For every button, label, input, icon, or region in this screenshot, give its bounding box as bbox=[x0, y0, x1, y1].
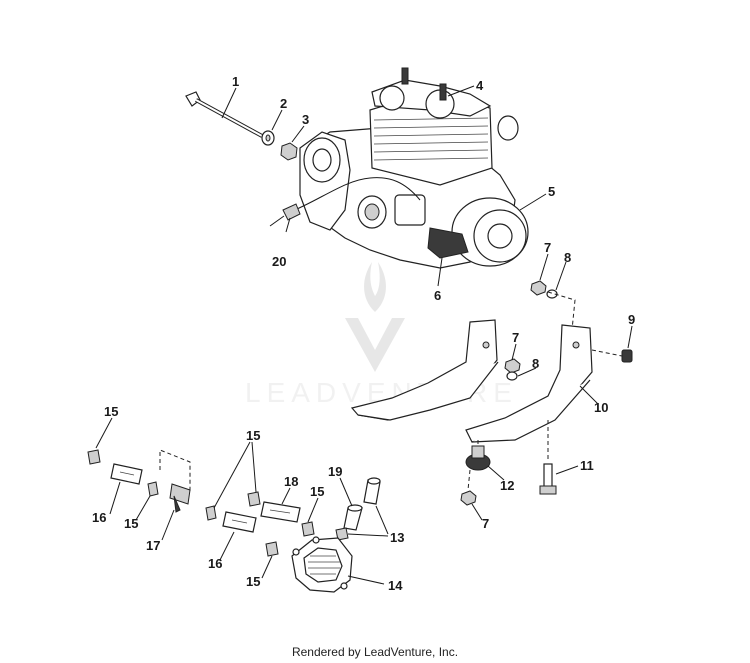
cap-part-15-c bbox=[205, 505, 217, 521]
tube-part-13 bbox=[363, 477, 381, 505]
callout-16-a: 16 bbox=[92, 510, 106, 525]
callout-15-b: 15 bbox=[124, 516, 138, 531]
callout-4: 4 bbox=[476, 78, 484, 93]
callout-9: 9 bbox=[628, 312, 635, 327]
bolt-part-11 bbox=[539, 420, 557, 495]
nut-part-7-lower bbox=[460, 490, 477, 506]
callout-3: 3 bbox=[302, 112, 309, 127]
bolt-part-1 bbox=[185, 91, 263, 138]
pump-housing-part-14 bbox=[291, 536, 353, 593]
washer-part-2 bbox=[261, 130, 275, 146]
rubber-mount-part-12 bbox=[465, 440, 491, 471]
hose-part-16-lower bbox=[222, 511, 257, 533]
callout-12: 12 bbox=[500, 478, 514, 493]
hose-part-16-upper bbox=[110, 463, 143, 485]
nut-part-3 bbox=[280, 142, 298, 161]
callout-13: 13 bbox=[390, 530, 404, 545]
render-credit: Rendered by LeadVenture, Inc. bbox=[291, 645, 459, 659]
callout-6: 6 bbox=[434, 288, 441, 303]
callout-11: 11 bbox=[580, 458, 594, 473]
callout-20: 20 bbox=[272, 254, 286, 269]
callout-8-middle: 8 bbox=[532, 356, 539, 371]
nut-part-7-middle bbox=[504, 358, 521, 374]
callout-5: 5 bbox=[548, 184, 555, 199]
callout-8-upper: 8 bbox=[564, 250, 571, 265]
cap-part-15-f bbox=[265, 541, 279, 557]
callout-10: 10 bbox=[594, 400, 608, 415]
callout-2: 2 bbox=[280, 96, 287, 111]
hose-part-18 bbox=[260, 501, 301, 523]
callout-15-e: 15 bbox=[246, 574, 260, 589]
callout-19: 19 bbox=[328, 464, 342, 479]
callout-15-c: 15 bbox=[246, 428, 260, 443]
fitting-part-17 bbox=[159, 449, 191, 513]
callout-16-b: 16 bbox=[208, 556, 222, 571]
stud-part-9 bbox=[591, 349, 633, 363]
connector-part-13 bbox=[335, 527, 349, 541]
cap-part-15-b bbox=[147, 481, 159, 497]
tube-part-19 bbox=[343, 504, 363, 531]
engine-assembly bbox=[269, 67, 529, 269]
callout-18: 18 bbox=[284, 474, 298, 489]
callout-15-a: 15 bbox=[104, 404, 118, 419]
callout-labels: 1 2 3 4 5 6 7 8 9 7 8 10 11 12 7 13 14 1… bbox=[92, 74, 635, 593]
leader-lines bbox=[95, 85, 633, 585]
callout-7-lower: 7 bbox=[482, 516, 489, 531]
callout-7-middle: 7 bbox=[512, 330, 519, 345]
nut-part-7-upper bbox=[530, 280, 547, 296]
left-mount-bracket bbox=[350, 319, 499, 421]
callout-17: 17 bbox=[146, 538, 160, 553]
cap-part-15-a bbox=[87, 449, 101, 465]
callout-15-d: 15 bbox=[310, 484, 324, 499]
cap-part-15-e bbox=[301, 521, 315, 537]
washer-part-8-middle bbox=[506, 371, 518, 381]
right-mount-bracket-part-10 bbox=[465, 324, 593, 443]
cap-part-15-d bbox=[247, 491, 261, 507]
callout-1: 1 bbox=[232, 74, 239, 89]
callout-14: 14 bbox=[388, 578, 403, 593]
callout-7-upper: 7 bbox=[544, 240, 551, 255]
